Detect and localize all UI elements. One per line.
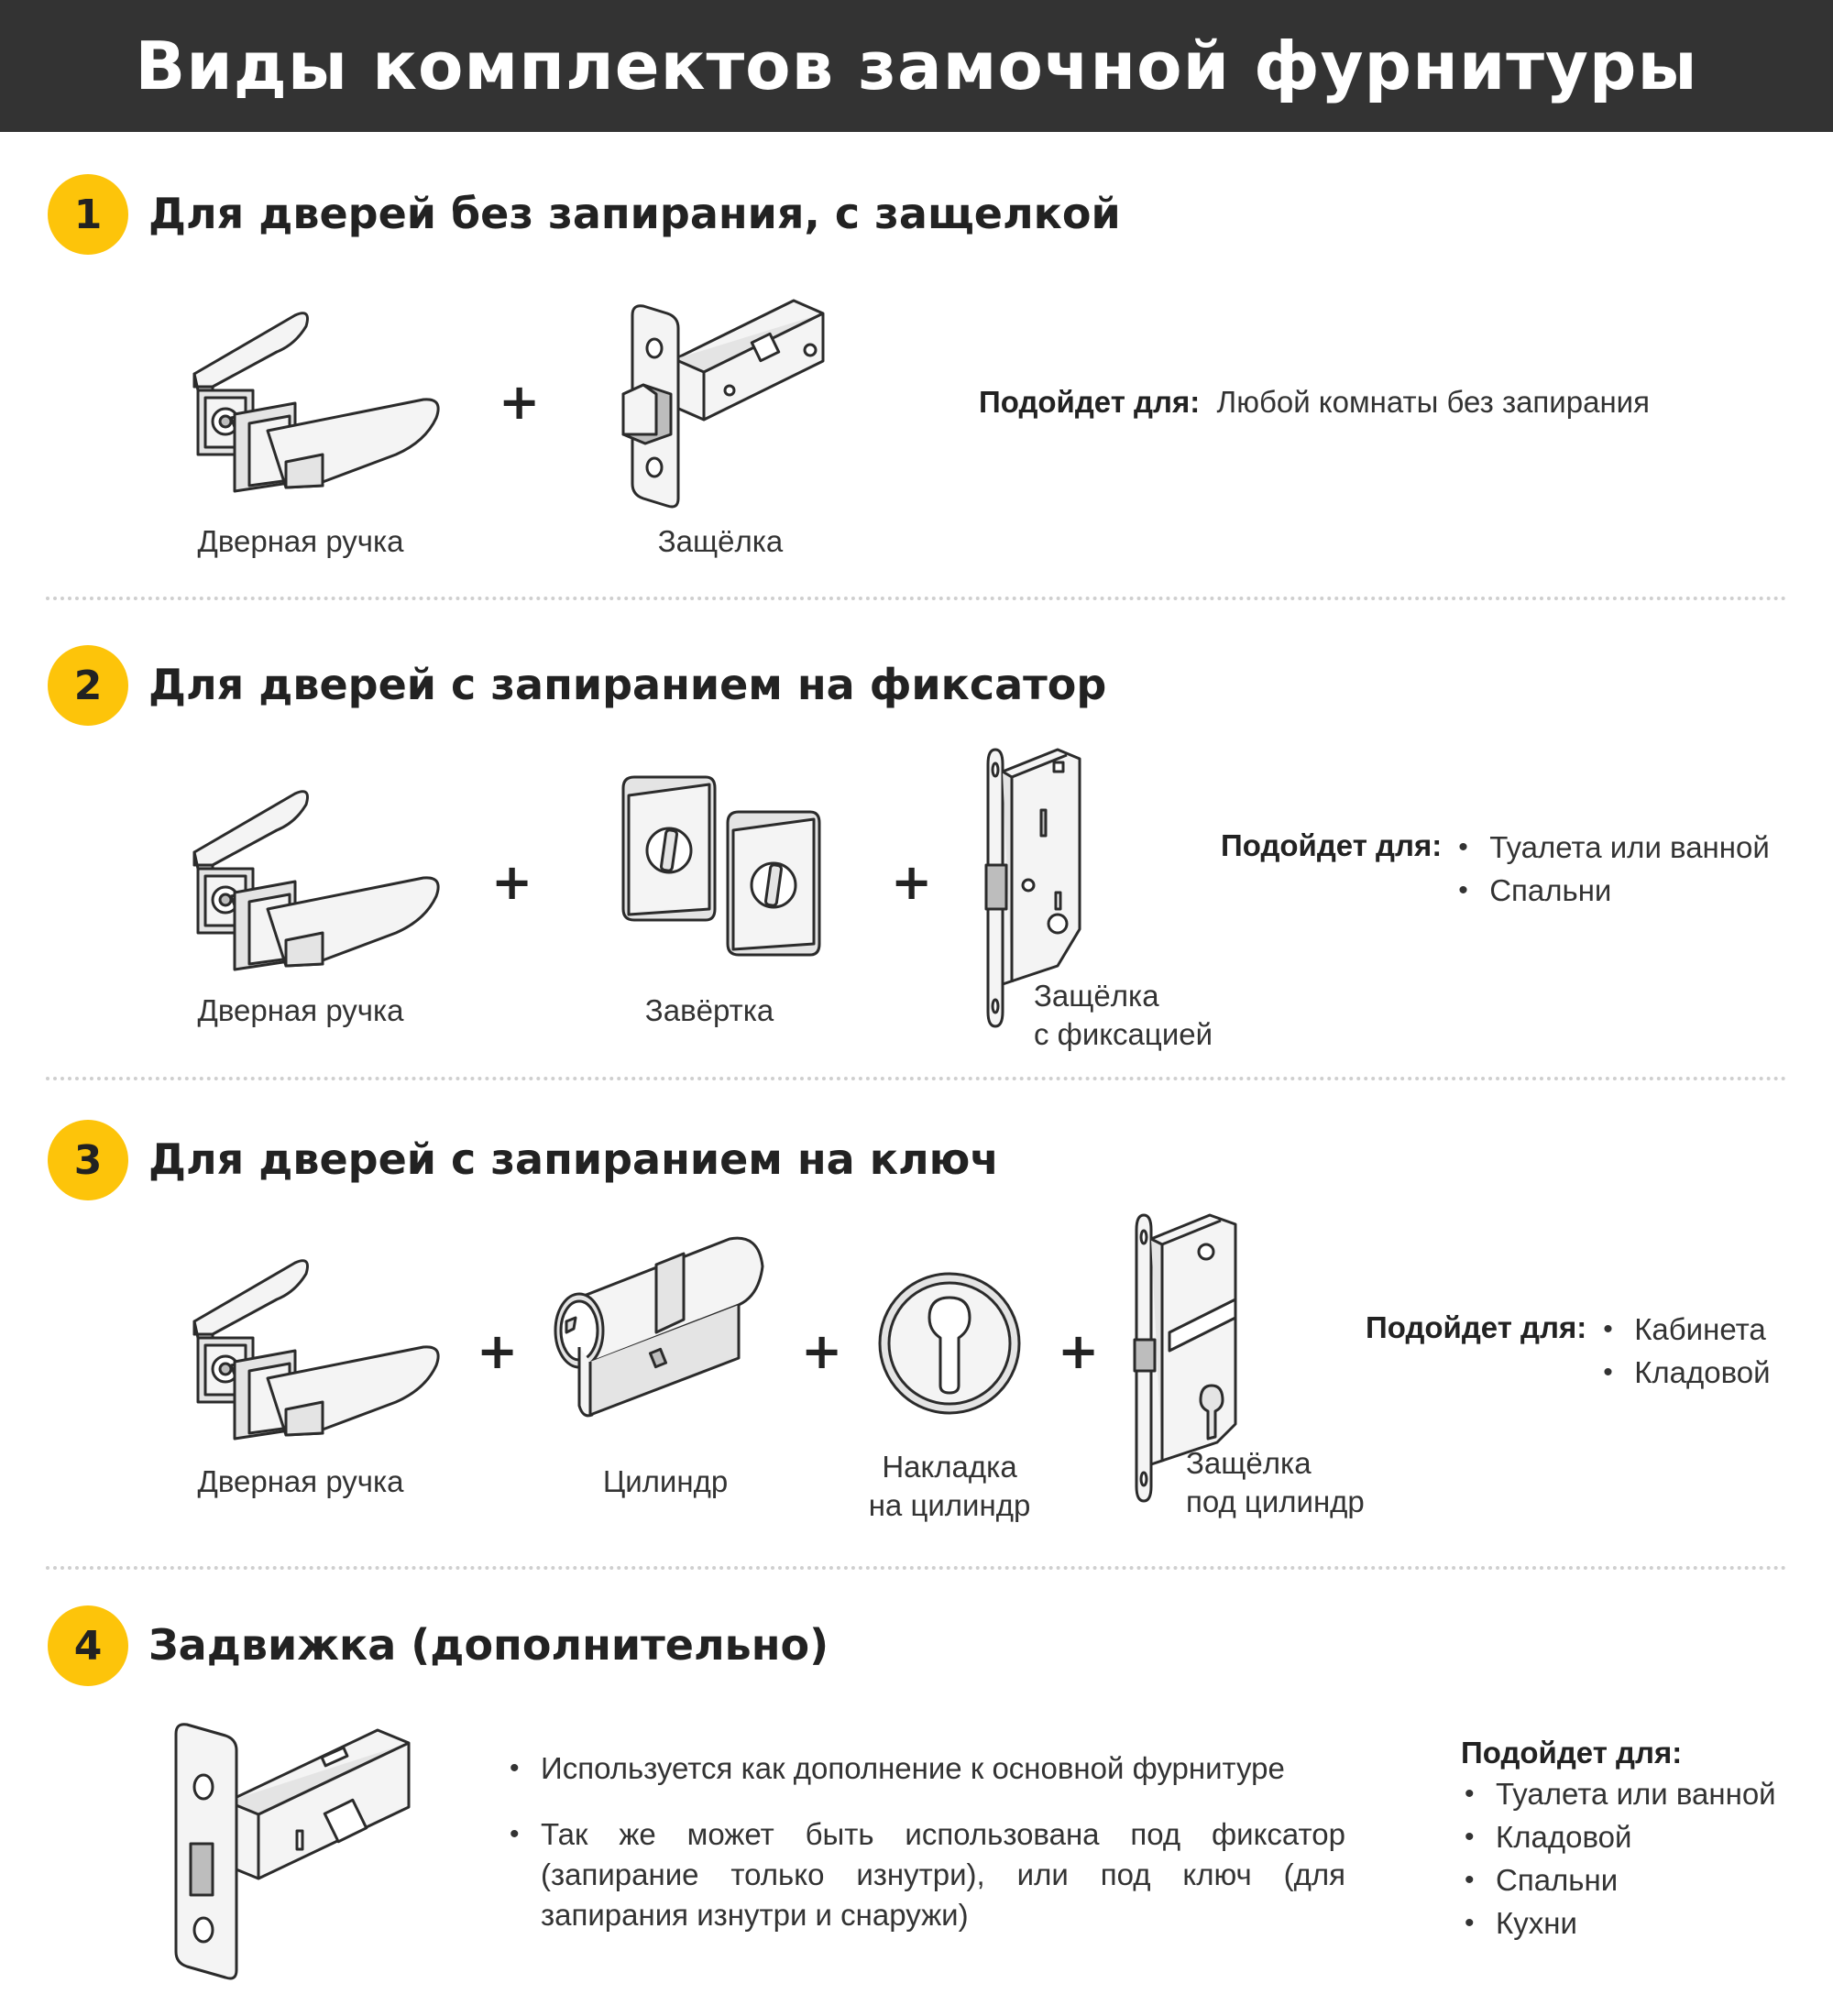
suits-list: Туалета или ванной Спальни xyxy=(1458,826,1770,912)
plus-sign: + xyxy=(491,853,533,911)
section-divider xyxy=(46,1077,1787,1080)
suits-list: Кабинета Кладовой xyxy=(1603,1308,1770,1394)
item-caption: Дверная ручка xyxy=(197,524,404,558)
list-item: Кухни xyxy=(1465,1901,1776,1945)
item-caption: Дверная ручка xyxy=(197,993,404,1027)
page-title: Виды комплектов замочной фурнитуры xyxy=(135,27,1698,104)
suits-block-1: Подойдет для: Любой комнаты без запирани… xyxy=(979,385,1650,420)
item-caption: Защёлка xyxy=(657,524,784,558)
suits-label: Подойдет для: xyxy=(979,385,1201,419)
item-caption: Накладка xyxy=(882,1450,1017,1484)
bolt-icon xyxy=(169,1723,416,1989)
suits-label: Подойдет для: xyxy=(1221,828,1443,862)
section-3-badge: 3 xyxy=(48,1120,128,1200)
latch-icon xyxy=(620,299,830,511)
notes-list: Используется как дополнение к основной ф… xyxy=(510,1748,1345,1961)
plus-sign: + xyxy=(499,373,541,431)
door-handle-icon xyxy=(158,1250,451,1442)
plus-sign: + xyxy=(801,1322,843,1380)
list-item: Туалета или ванной xyxy=(1465,1772,1776,1815)
section-2-badge: 2 xyxy=(48,645,128,726)
list-item: Кладовой xyxy=(1603,1351,1770,1394)
item-caption: на цилиндр xyxy=(868,1488,1031,1522)
plus-sign: + xyxy=(1058,1322,1100,1380)
item-caption: с фиксацией xyxy=(1034,1017,1213,1051)
door-handle-icon xyxy=(158,302,451,495)
list-item: Кабинета xyxy=(1603,1308,1770,1351)
section-2-title: Для дверей с запиранием на фиксатор xyxy=(148,660,1107,709)
suits-label: Подойдет для: xyxy=(1366,1310,1587,1344)
suits-block-3: Подойдет для: Кабинета Кладовой xyxy=(1366,1308,1771,1394)
suits-block-4: Подойдет для: Туалета или ванной Кладово… xyxy=(1461,1736,1776,1945)
list-item: Туалета или ванной xyxy=(1458,826,1770,869)
suits-text: Любой комнаты без запирания xyxy=(1216,385,1650,419)
section-divider xyxy=(46,1566,1787,1570)
section-divider xyxy=(46,597,1787,600)
cylinder-icon xyxy=(546,1236,775,1437)
list-item: Кладовой xyxy=(1465,1815,1776,1858)
suits-list: Туалета или ванной Кладовой Спальни Кухн… xyxy=(1465,1772,1776,1945)
section-4-title: Задвижка (дополнительно) xyxy=(148,1620,829,1670)
page-header: Виды комплектов замочной фурнитуры xyxy=(0,0,1833,132)
list-item: Спальни xyxy=(1458,869,1770,912)
item-caption: Завёртка xyxy=(644,993,774,1027)
list-item: Так же может быть использована под фикса… xyxy=(510,1814,1345,1935)
list-item: Спальни xyxy=(1465,1858,1776,1901)
thumb-turn-icon xyxy=(620,775,730,931)
section-4-badge: 4 xyxy=(48,1605,128,1686)
list-item: Используется как дополнение к основной ф… xyxy=(510,1748,1345,1789)
plus-sign: + xyxy=(477,1322,519,1380)
suits-label: Подойдет для: xyxy=(1461,1736,1683,1769)
section-1-title: Для дверей без запирания, с защелкой xyxy=(148,189,1121,238)
section-1-badge: 1 xyxy=(48,174,128,255)
item-caption: Дверная ручка xyxy=(197,1464,404,1498)
item-caption: Защёлка xyxy=(1186,1446,1312,1480)
thumb-turn-icon xyxy=(724,810,834,966)
escutcheon-icon xyxy=(878,1272,1025,1419)
item-caption: под цилиндр xyxy=(1186,1485,1365,1518)
suits-block-2: Подойдет для: Туалета или ванной Спальни xyxy=(1221,826,1770,912)
door-handle-icon xyxy=(158,781,451,973)
plus-sign: + xyxy=(891,853,933,911)
item-caption: Цилиндр xyxy=(602,1464,729,1498)
item-caption: Защёлка xyxy=(1034,979,1159,1013)
section-3-title: Для дверей с запиранием на ключ xyxy=(148,1134,999,1184)
